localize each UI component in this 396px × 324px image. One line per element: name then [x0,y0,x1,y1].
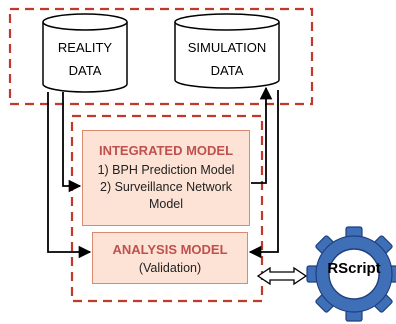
integrated-model-line-1: 1) BPH Prediction Model [97,163,235,177]
rscript-label: RScript [327,260,381,277]
arrow-reality-to-analysis [47,92,92,259]
integrated-model-box: INTEGRATED MODEL 1) BPH Prediction Model… [82,130,250,226]
reality-data-cylinder [42,13,128,93]
models-dashed-frame [70,114,264,303]
arrow-integrated-to-simulation [251,86,273,184]
reality-data-label-line2: DATA [68,63,102,78]
integrated-model-line-2: 2) Surveillance Network [100,180,232,194]
analysis-model-subtitle: (Validation) [138,260,202,275]
integrated-model-line-3: Model [148,197,184,211]
double-arrow-icon [256,266,308,286]
reality-data-label-line1: REALITY [57,40,113,55]
integrated-model-title: INTEGRATED MODEL [98,143,234,158]
arrow-simulation-to-analysis [248,90,279,259]
analysis-model-title: ANALYSIS MODEL [112,241,228,257]
analysis-model-box: ANALYSIS MODEL (Validation) [92,232,248,284]
reality-data-label: REALITY DATA [43,36,127,82]
simulation-data-label: SIMULATION DATA [175,36,279,82]
gear-icon [306,226,396,322]
simulation-data-label-line2: DATA [210,63,244,78]
simulation-data-cylinder [174,13,280,89]
simulation-data-label-line1: SIMULATION [187,40,267,55]
data-sources-dashed-frame [8,7,314,106]
arrow-reality-to-integrated [62,92,82,193]
